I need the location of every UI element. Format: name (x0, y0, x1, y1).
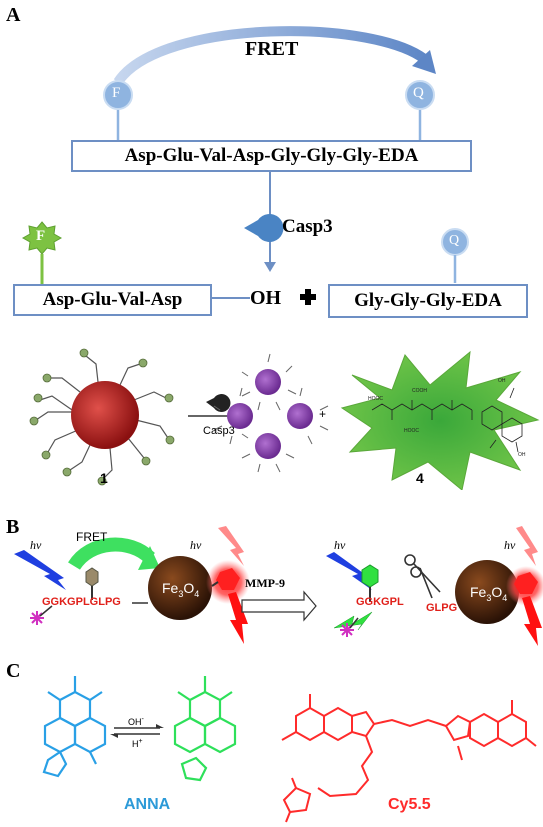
scheme-casp3-label: Casp3 (203, 425, 235, 437)
excitation-bolt-right (326, 552, 372, 590)
hv-label-3: hv (334, 538, 346, 552)
green-starburst (340, 350, 540, 490)
fe3o4-label-right: Fe3O4 (470, 584, 508, 603)
down-arrow-head (264, 262, 276, 272)
oh-label: OH (250, 287, 282, 309)
svg-text:HOOC: HOOC (368, 396, 383, 402)
cy55-structure (281, 694, 537, 823)
fe3o4-label-left: Fe3O4 (162, 580, 200, 599)
fe3o4-particle-right (455, 560, 519, 624)
fret-green-arrow (68, 537, 155, 571)
panel-c-graphic (42, 676, 537, 823)
pink-star-icon (30, 611, 44, 625)
cy55-label: Cy5.5 (388, 796, 431, 813)
fret-arrowhead (412, 50, 436, 74)
fragment-left-box: Asp-Glu-Val-Asp (13, 284, 212, 316)
svg-text:COOH: COOH (412, 388, 427, 394)
scheme-casp3-icon (206, 394, 231, 413)
donor-dye-icon (85, 567, 99, 587)
scheme-plus: + (319, 407, 327, 421)
hv-label-4: hv (504, 538, 516, 552)
panel-b-letter: B (6, 516, 20, 538)
anna-structure-green (173, 676, 237, 782)
panel-a-letter: A (6, 4, 21, 26)
fragment-right-box: Gly-Gly-Gly-EDA (328, 284, 528, 318)
anna-structure-blue (42, 676, 107, 778)
fret-label: FRET (245, 38, 299, 60)
svg-text:OH: OH (498, 378, 506, 384)
mmp9-label: MMP-9 (245, 576, 285, 590)
peptide-cleaved-right: GLPG (426, 602, 458, 614)
fret-arc-arrow (113, 26, 432, 86)
equilibrium-forward-head (156, 724, 164, 728)
excitation-bolt-left (14, 550, 66, 590)
emission-bolt-green (333, 611, 373, 631)
hv-label-1: hv (30, 538, 42, 552)
mmp9-arrow (241, 590, 317, 622)
fe3o4-particle-left (148, 556, 212, 620)
molecule-labels: HOOC COOH HOOC OH OH (368, 378, 526, 458)
plus-vertical (305, 289, 311, 305)
svg-text:HOOC: HOOC (404, 428, 419, 434)
anna-label: ANNA (124, 796, 171, 813)
star-linker-right (349, 617, 359, 629)
panel-b-graphic (14, 526, 543, 646)
purple-particle-right (287, 403, 313, 429)
scissors-icon (404, 554, 441, 599)
fragment-left: Asp-Glu-Val-Asp (42, 289, 183, 310)
casp3-label: Casp3 (282, 216, 333, 237)
fluorophore-letter: F (36, 228, 46, 244)
substrate-sequence: Asp-Glu-Val-Asp-Gly-Gly-Gly-EDA (124, 145, 419, 166)
nanoparticle-1 (29, 348, 175, 486)
casp3-enzyme-icon (244, 214, 284, 242)
compound-4-label: 4 (416, 470, 424, 486)
compound-1-label: 1 (100, 470, 108, 486)
hv-label-2: hv (190, 538, 202, 552)
substrate-sequence-box: Asp-Glu-Val-Asp-Gly-Gly-Gly-EDA (71, 140, 472, 172)
product-molecule (371, 387, 523, 453)
quencher-circle (405, 80, 435, 110)
fret-green-arrowhead (138, 546, 160, 570)
forward-reagent: OH- (128, 716, 144, 727)
purple-particle-bottom (255, 433, 281, 459)
purple-particle-top (255, 369, 281, 395)
purple-particles (213, 353, 329, 473)
peptide-cleaved-left: GGKGPL (356, 596, 404, 608)
equilibrium-reverse-head (110, 734, 118, 738)
fret-label-b: FRET (76, 530, 108, 544)
acceptor-dye-left (216, 568, 240, 590)
excitation-bolt-pink-left (218, 526, 244, 566)
quencher-letter-cleaved: Q (449, 233, 460, 248)
reverse-reagent: H+ (132, 738, 143, 749)
donor-letter: F (112, 85, 121, 101)
donor-dye-released-icon (361, 564, 379, 588)
panel-a-graphic: HOOC COOH HOOC OH OH (21, 26, 540, 490)
emission-bolt-left (228, 592, 248, 644)
acceptor-linker-left (211, 581, 219, 587)
quencher-letter: Q (413, 85, 424, 101)
star-linker (39, 605, 53, 617)
emission-bolt-right (522, 596, 542, 646)
peptide-intact: GGKGPLGLPG (42, 596, 121, 608)
purple-particle-left (227, 403, 253, 429)
donor-circle (103, 80, 133, 110)
panel-c-letter: C (6, 660, 21, 682)
acceptor-dye-right (514, 572, 538, 594)
svg-text:OH: OH (518, 452, 526, 458)
excitation-bolt-pink-right (516, 526, 538, 566)
fragment-right: Gly-Gly-Gly-EDA (354, 290, 502, 311)
